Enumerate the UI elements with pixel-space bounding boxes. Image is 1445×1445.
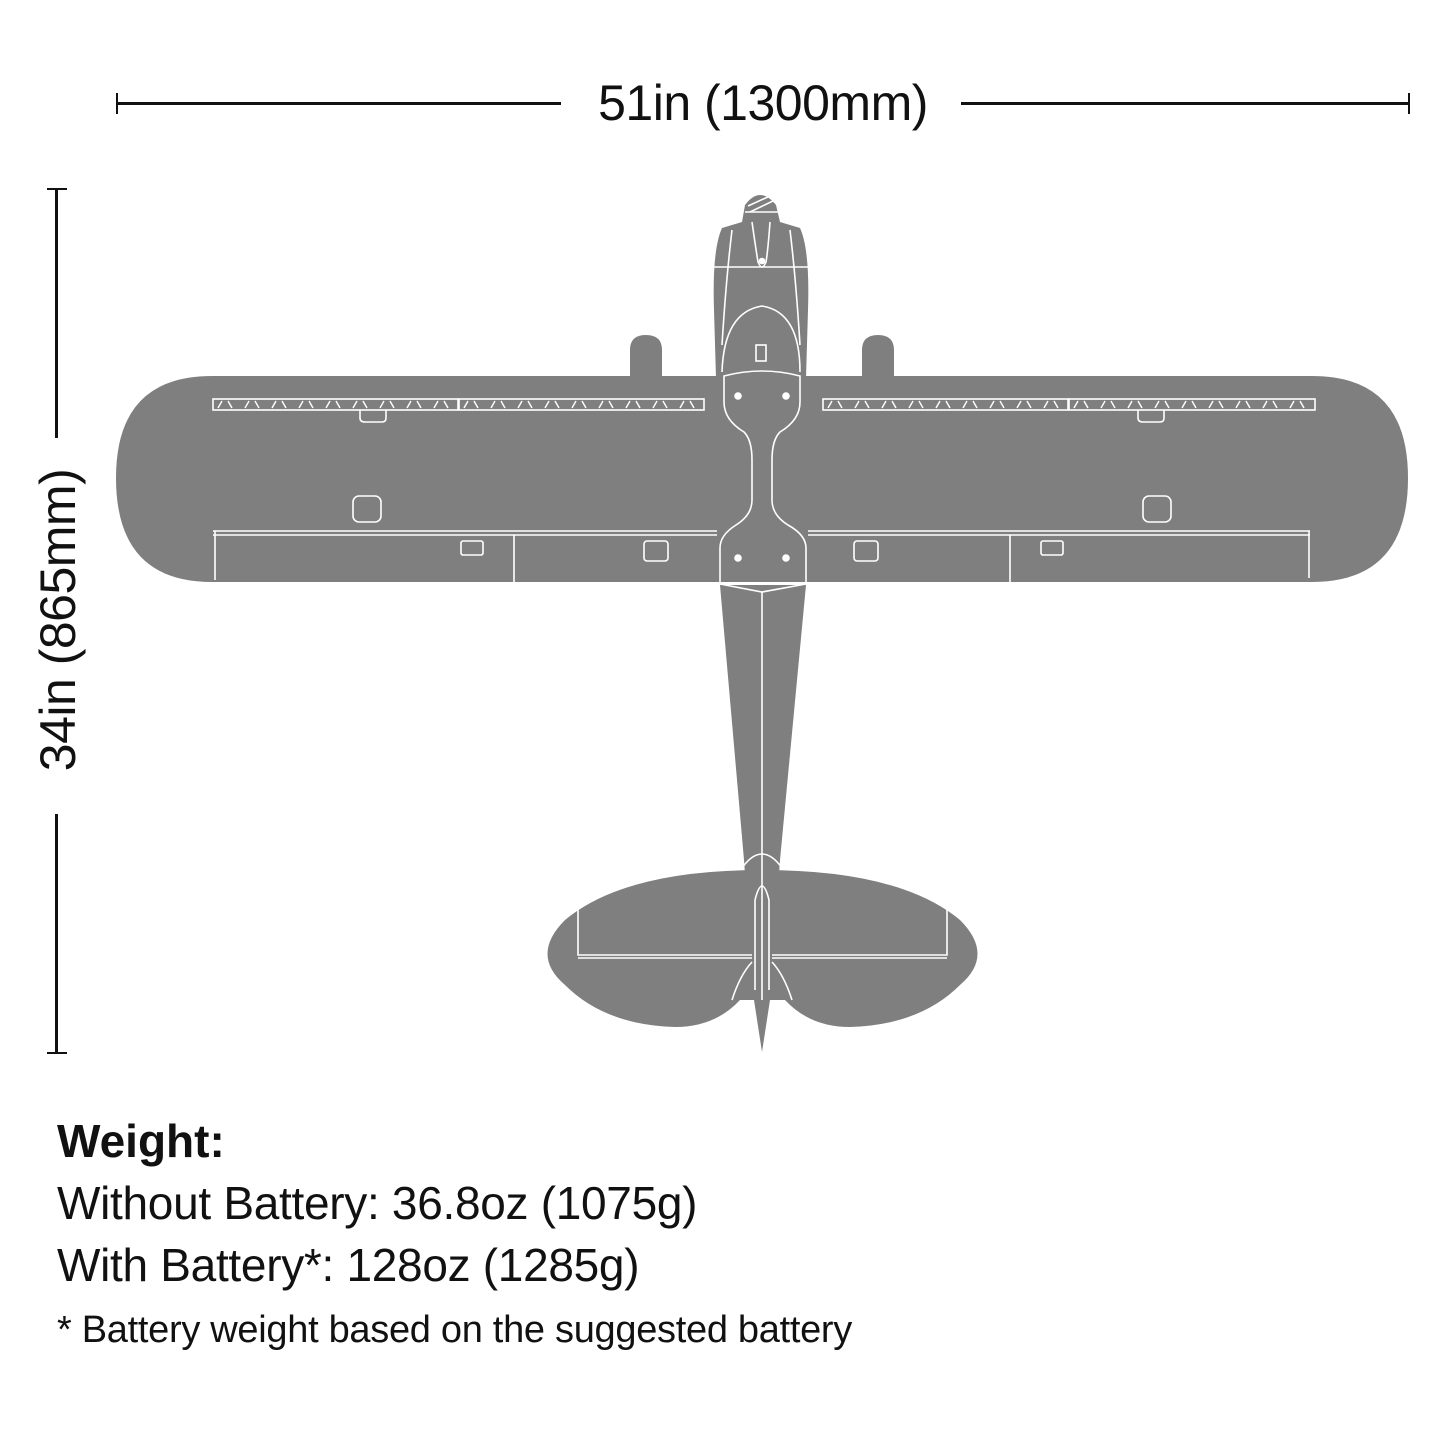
battery-footnote: * Battery weight based on the suggested … [57, 1309, 852, 1351]
wingspan-line-right [961, 102, 1410, 105]
weight-without-battery: Without Battery: 36.8oz (1075g) [57, 1177, 698, 1229]
right-gear-fairing [862, 335, 894, 377]
weight-with-battery: With Battery*: 128oz (1285g) [57, 1239, 640, 1291]
wingspan-label: 51in (1300mm) [598, 75, 928, 131]
slat-rib-marks [217, 400, 1305, 409]
main-wing [116, 376, 1408, 582]
length-dimension: 34in (865mm) [30, 186, 86, 1054]
length-bottom-tick [47, 1052, 67, 1054]
fuselage-tail-boom [720, 585, 806, 1052]
fuselage-nose [713, 195, 809, 378]
right-stabilizer [762, 870, 978, 1027]
weight-specs: Weight: Without Battery: 36.8oz (1075g) … [57, 1110, 852, 1364]
wingspan-dimension: 51in (1300mm) [116, 70, 1410, 136]
weight-title: Weight: [57, 1115, 225, 1167]
length-line-top [55, 188, 58, 438]
left-gear-fairing [630, 335, 662, 377]
wingspan-line-left [116, 102, 561, 105]
length-line-bottom [55, 814, 58, 1052]
wingspan-right-tick [1408, 93, 1410, 114]
left-stabilizer [547, 870, 762, 1027]
